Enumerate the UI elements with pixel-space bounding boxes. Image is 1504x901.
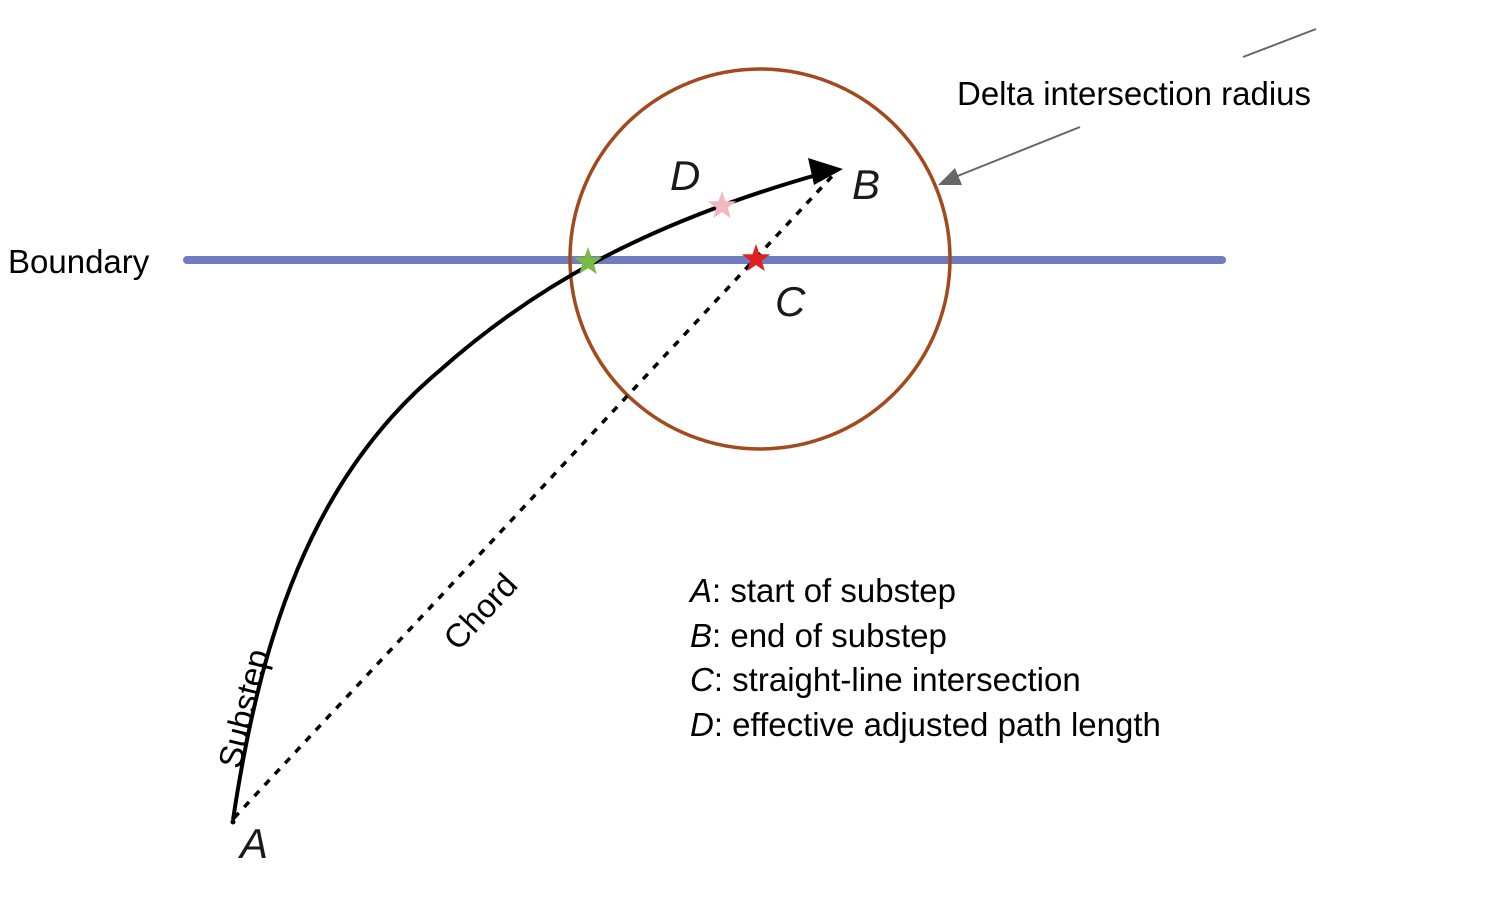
legend-item-d: D: effective adjusted path length	[690, 706, 1161, 743]
chord-label: Chord	[436, 566, 524, 657]
radius-label: Delta intersection radius	[957, 75, 1311, 112]
substep-label: Substep	[211, 645, 276, 771]
point-a-label: A	[237, 820, 268, 867]
legend-letter-a: A	[688, 572, 712, 609]
chord-line	[232, 170, 838, 820]
legend-text-a: : start of substep	[712, 572, 956, 609]
point-b-label: B	[852, 161, 880, 208]
substep-arrowhead	[808, 158, 843, 185]
legend-letter-b: B	[690, 617, 712, 654]
legend-text-b: : end of substep	[712, 617, 947, 654]
legend-text-d: : effective adjusted path length	[714, 706, 1161, 743]
substep-curve	[231, 172, 821, 821]
radius-pointer-arrowhead	[938, 168, 962, 185]
legend-text-c: : straight-line intersection	[714, 661, 1081, 698]
boundary-label: Boundary	[8, 243, 150, 280]
legend-letter-d: D	[690, 706, 714, 743]
point-d-label: D	[670, 152, 700, 199]
legend-item-a: A: start of substep	[688, 572, 956, 609]
legend-item-b: B: end of substep	[690, 617, 947, 654]
legend-letter-c: C	[690, 661, 715, 698]
delta-intersection-circle	[568, 67, 952, 451]
intersection-star	[573, 247, 603, 275]
point-c-label: C	[775, 278, 806, 325]
point-c-star	[741, 244, 771, 272]
radius-pointer-line	[954, 126, 1081, 178]
legend: A: start of substep B: end of substep C:…	[688, 572, 1161, 743]
point-a-dot	[230, 819, 236, 825]
radius-pointer-line-top	[1242, 28, 1317, 58]
point-d-star	[707, 191, 737, 219]
legend-item-c: C: straight-line intersection	[690, 661, 1081, 698]
